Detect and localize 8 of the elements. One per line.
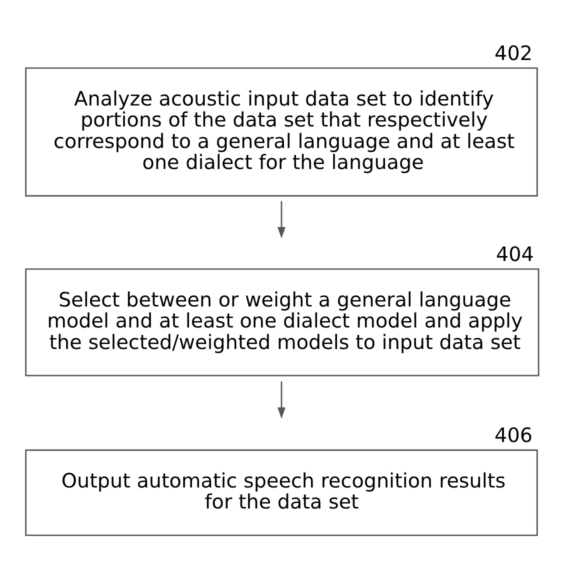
node-box: Select between or weight a general language model and at least one dialect model and apply the selected/weighted models to input data set <box>25 268 540 376</box>
node-label: 406 <box>494 423 532 446</box>
node-box: Output automatic speech recognition results for the data set <box>25 448 538 536</box>
node-label: 402 <box>494 41 532 64</box>
node-box: Analyze acoustic input data set to identify portions of the data set that respectively correspond to a general language and at least one dialect for the language <box>25 66 538 196</box>
arrow <box>278 380 286 418</box>
node-label: 404 <box>496 242 534 266</box>
arrow <box>278 200 286 238</box>
